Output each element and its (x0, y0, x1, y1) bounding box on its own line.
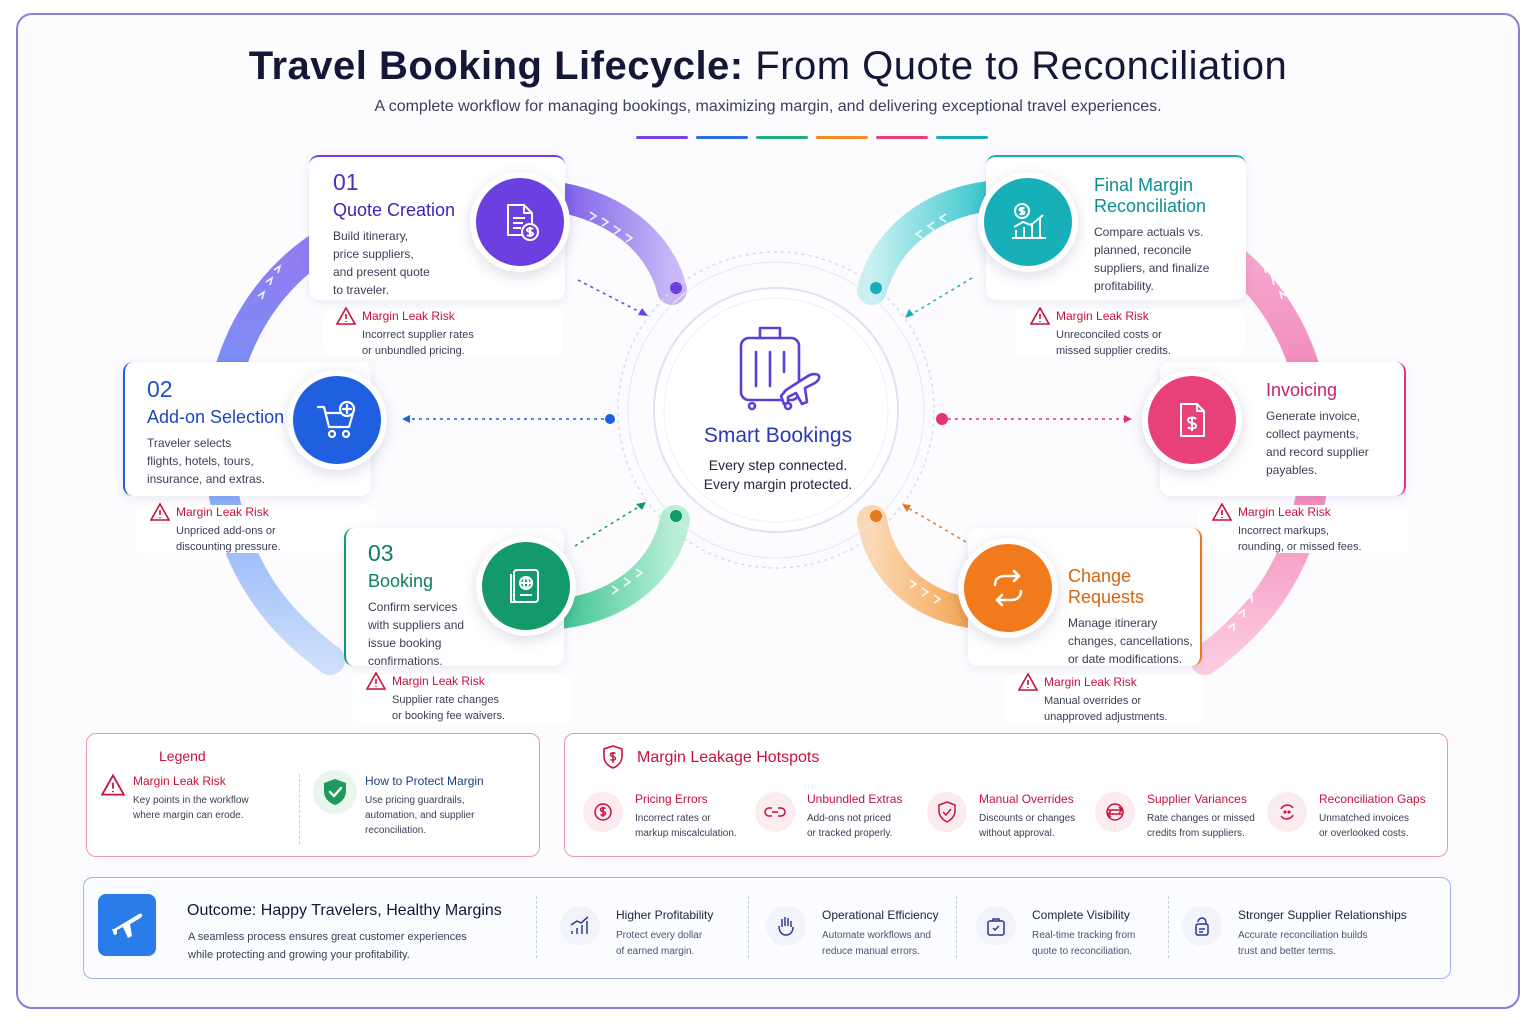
risk-invoicing: Margin Leak Risk Incorrect markups,round… (1198, 503, 1408, 553)
dollar-shield-icon (603, 745, 623, 769)
warning-icon (366, 672, 386, 690)
warning-icon (1212, 503, 1232, 521)
color-dash (936, 136, 988, 139)
refresh-gap-icon (1267, 792, 1307, 832)
swap-arrows-icon (958, 538, 1058, 638)
shield-check-icon (313, 770, 357, 814)
legend-box: Legend Margin Leak Risk Key points in th… (86, 733, 540, 857)
center-title: Smart Bookings (703, 424, 853, 447)
hotspot-title: Supplier Variances (1147, 792, 1247, 806)
divider (299, 774, 300, 844)
color-dash (756, 136, 808, 139)
dollar-chart-icon (978, 172, 1078, 272)
handshake-icon (1182, 906, 1222, 946)
hotspot-title: Manual Overrides (979, 792, 1074, 806)
stage-description: Generate invoice,collect payments,and re… (1266, 409, 1369, 477)
bag-check-icon (976, 906, 1016, 946)
warning-icon (150, 503, 170, 521)
warning-icon (1018, 673, 1038, 691)
hotspot-title: Pricing Errors (635, 792, 708, 806)
stage-title: Invoicing (1266, 380, 1338, 400)
benefit-title: Operational Efficiency (822, 908, 939, 922)
outcome-description: A seamless process ensures great custome… (188, 931, 467, 961)
divider (1168, 896, 1169, 958)
stage-title: Add-on Selection (147, 407, 285, 427)
exchange-icon (1095, 792, 1135, 832)
center-hub: Smart Bookings Every step connected. Eve… (660, 424, 896, 494)
color-dash (816, 136, 868, 139)
divider (956, 896, 957, 958)
benefit-title: Complete Visibility (1032, 908, 1130, 922)
warning-icon (1030, 307, 1050, 325)
bar-growth-icon (560, 906, 600, 946)
invoice-icon (1142, 370, 1242, 470)
divider (536, 896, 537, 958)
legend-risk: Margin Leak Risk Key points in the workf… (133, 774, 249, 821)
benefit-title: Stronger Supplier Relationships (1238, 908, 1407, 922)
stage-title: Change Requests (1068, 566, 1145, 607)
dollar-cycle-icon (583, 792, 623, 832)
page-subtitle: A complete workflow for managing booking… (374, 98, 1162, 115)
page-title: Travel Booking Lifecycle: From Quote to … (248, 44, 1288, 88)
hotspots-title: Margin Leakage Hotspots (637, 749, 820, 766)
passport-icon (476, 536, 576, 636)
document-dollar-icon (470, 172, 570, 272)
outcome-title: Outcome: Happy Travelers, Healthy Margin… (187, 902, 502, 919)
shield-check-icon (927, 792, 967, 832)
cart-plus-icon (287, 370, 387, 470)
color-dashes (636, 136, 988, 139)
legend-title: Legend (159, 748, 206, 764)
warning-icon (336, 307, 356, 325)
stage-number: 02 (147, 376, 173, 402)
color-dash (636, 136, 688, 139)
divider (748, 896, 749, 958)
hotspot-title: Unbundled Extras (807, 792, 903, 806)
hand-icon (766, 906, 806, 946)
stage-number: 03 (368, 540, 394, 566)
risk-quote: Margin Leak Risk Incorrect supplier rate… (322, 307, 562, 357)
broken-link-icon (755, 792, 795, 832)
outcome-box: Outcome: Happy Travelers, Healthy Margin… (83, 877, 1451, 979)
luggage-plane-icon (739, 326, 821, 411)
stage-title: Booking (368, 571, 434, 591)
stage-title: Quote Creation (333, 200, 456, 220)
stage-description: Build itinerary,price suppliers,and pres… (333, 229, 430, 297)
color-dash (876, 136, 928, 139)
warning-icon (101, 774, 125, 796)
plane-icon (98, 894, 156, 956)
hotspot-title: Reconciliation Gaps (1319, 792, 1426, 806)
color-dash (696, 136, 748, 139)
center-tagline: Every step connected. Every margin prote… (703, 457, 853, 492)
stage-number: 01 (333, 169, 359, 195)
legend-protect: How to Protect Margin Use pricing guardr… (365, 774, 484, 836)
benefit-title: Higher Profitability (616, 908, 714, 922)
